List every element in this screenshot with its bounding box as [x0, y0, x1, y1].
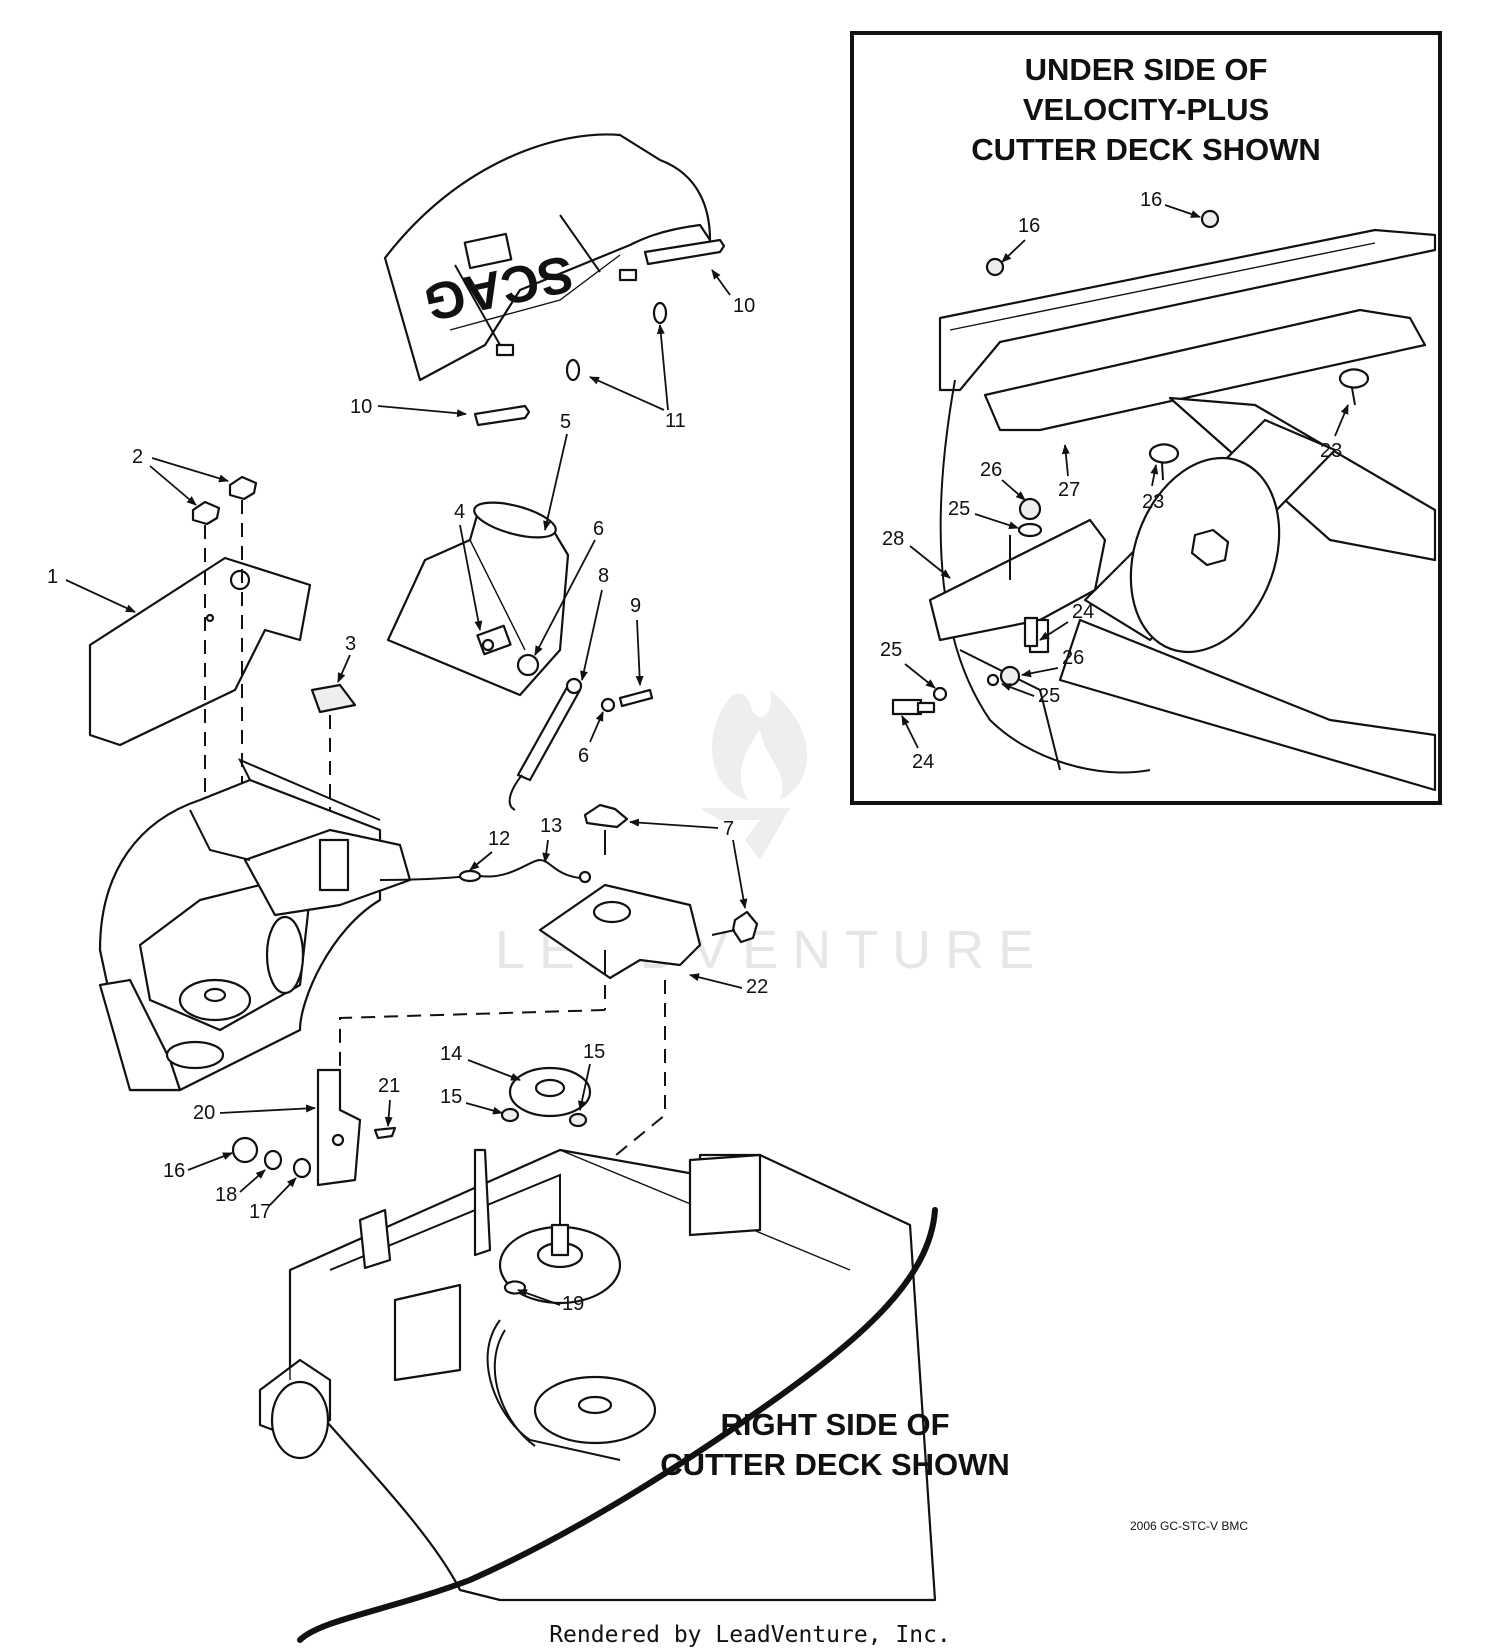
callout-19: 19 — [562, 1293, 584, 1315]
callout-4: 4 — [454, 501, 465, 523]
cutter-deck — [258, 1148, 937, 1602]
part-7-link — [508, 677, 583, 811]
inset-panel: UNDER SIDE OF VELOCITY-PLUS CUTTER DECK … — [850, 31, 1442, 805]
callout-24: 24 — [1072, 601, 1094, 623]
callout-16: 16 — [1140, 189, 1162, 211]
inset-hardware — [891, 209, 1370, 716]
part-9-knobs — [583, 803, 759, 944]
part-2-knobs — [191, 475, 258, 526]
callout-28: 28 — [882, 528, 904, 550]
callout-23: 23 — [1142, 491, 1164, 513]
part-21-bracket — [538, 883, 702, 980]
main-caption-line1: RIGHT SIDE OF — [720, 1407, 949, 1442]
part-5-chute — [386, 501, 570, 697]
inset-callouts: 16 16 23 23 27 26 25 28 24 26 25 25 24 — [880, 189, 1349, 773]
callout-27: 27 — [1058, 479, 1080, 501]
callout-25: 25 — [880, 639, 902, 661]
callout-12: 12 — [488, 828, 510, 850]
callout-10: 10 — [350, 396, 372, 418]
callout-6: 6 — [593, 518, 604, 540]
callout-2: 2 — [132, 446, 143, 468]
callout-26: 26 — [1062, 647, 1084, 669]
callout-22: 21 — [378, 1075, 400, 1097]
callout-24: 24 — [912, 751, 934, 773]
main-caption-line2: CUTTER DECK SHOWN — [660, 1447, 1010, 1482]
callout-15: 15 — [440, 1086, 462, 1108]
callout-17: 17 — [249, 1201, 271, 1223]
part-20-bracket — [316, 1068, 362, 1187]
part-1-cover — [88, 556, 312, 747]
callout-3: 3 — [345, 633, 356, 655]
callout-18: 18 — [215, 1184, 237, 1206]
inset-caption-line1: UNDER SIDE OF — [1025, 52, 1268, 87]
callout-23: 23 — [1320, 440, 1342, 462]
callout-9: 7 — [723, 818, 734, 840]
drawing-code: 2006 GC-STC-V BMC — [1130, 1519, 1248, 1533]
callout-20: 20 — [193, 1102, 215, 1124]
callout-5: 5 — [560, 411, 571, 433]
part-14-pulley — [500, 1066, 592, 1128]
callout-8: 9 — [630, 595, 641, 617]
part-3 — [310, 683, 357, 714]
callout-1: 1 — [47, 566, 58, 588]
inset-caption-line2: VELOCITY-PLUS — [1023, 92, 1269, 127]
deflector-assembly — [98, 758, 412, 1092]
callout-26: 26 — [980, 459, 1002, 481]
callout-10: 10 — [733, 295, 755, 317]
callout-15: 15 — [583, 1041, 605, 1063]
callout-6: 6 — [578, 745, 589, 767]
callout-16: 16 — [1018, 215, 1040, 237]
part-16-18-17-hardware — [231, 1136, 312, 1179]
footer-credit: Rendered by LeadVenture, Inc. — [549, 1622, 951, 1648]
deck-break-line — [297, 1207, 938, 1643]
part-12-13-cable — [379, 858, 592, 884]
inset-caption-line3: CUTTER DECK SHOWN — [971, 132, 1321, 167]
callout-21: 22 — [746, 976, 768, 998]
callout-7: 8 — [598, 565, 609, 587]
callout-16: 16 — [163, 1160, 185, 1182]
part-22-clip — [373, 1126, 397, 1140]
inset-deck-drawing — [928, 228, 1437, 792]
callout-14: 14 — [440, 1043, 462, 1065]
callout-13: 13 — [540, 815, 562, 837]
deflector-hood: SCAG — [383, 133, 726, 427]
callout-25: 25 — [948, 498, 970, 520]
callout-25: 25 — [1038, 685, 1060, 707]
part-8-bolt — [600, 688, 654, 713]
callout-11: 11 — [665, 410, 686, 432]
